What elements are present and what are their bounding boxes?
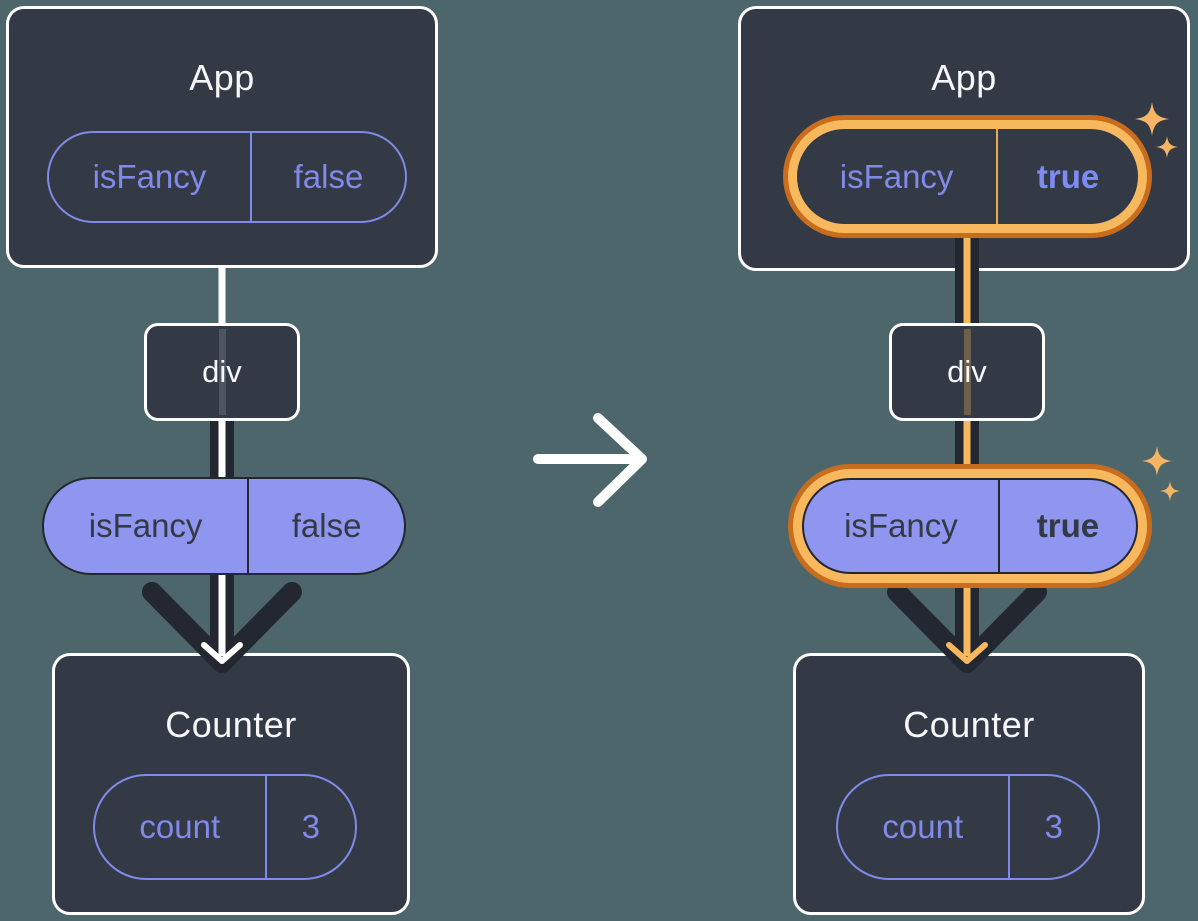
right-app-title: App [931, 57, 997, 98]
prop-value: false [291, 507, 362, 544]
div-label: div [202, 354, 242, 389]
left-prop-pill: isFancy false [42, 477, 406, 575]
right-div-node: div [889, 323, 1045, 421]
right-counter-state-pill: count 3 [836, 774, 1100, 880]
pass-through-line [218, 329, 226, 415]
right-prop-pill-highlight: isFancy true [788, 464, 1152, 588]
state-value: 3 [301, 808, 320, 845]
left-app-state-pill: isFancy false [47, 131, 407, 223]
right-prop-pill: isFancy true [802, 478, 1138, 574]
prop-key: isFancy [44, 479, 250, 573]
left-counter-title: Counter [165, 704, 297, 745]
state-key: count [95, 776, 267, 878]
state-key: count [838, 776, 1010, 878]
pass-through-line [963, 329, 971, 415]
left-counter-state-pill: count 3 [93, 774, 357, 880]
state-key: isFancy [797, 129, 999, 224]
right-app-state-pill-highlight: isFancy true [783, 115, 1152, 238]
prop-key: isFancy [804, 480, 1000, 572]
state-value: false [293, 158, 364, 195]
left-app-title: App [189, 57, 255, 98]
left-app-card: App isFancy false [6, 6, 438, 268]
state-value: 3 [1044, 808, 1063, 845]
state-value: true [1036, 157, 1100, 195]
left-counter-card: Counter count 3 [52, 653, 410, 915]
state-key: isFancy [49, 133, 252, 221]
highlight-ring: isFancy true [788, 120, 1147, 233]
right-counter-title: Counter [903, 704, 1035, 745]
div-label: div [947, 354, 987, 389]
right-counter-card: Counter count 3 [793, 653, 1145, 915]
prop-value: true [1036, 507, 1100, 544]
left-div-node: div [144, 323, 300, 421]
right-app-state-pill: isFancy true [797, 129, 1138, 224]
highlight-ring: isFancy true [793, 469, 1147, 583]
